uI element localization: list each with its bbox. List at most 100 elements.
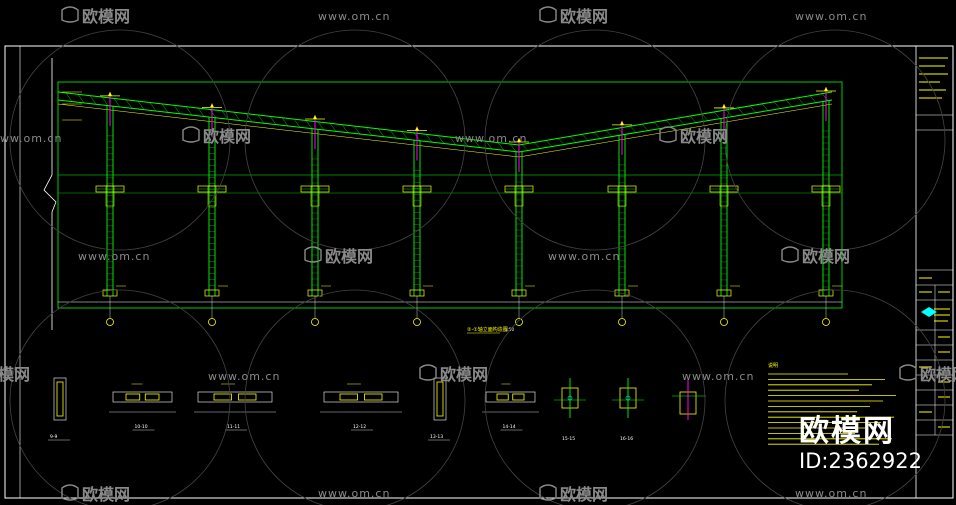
truss-web xyxy=(713,111,721,119)
watermark-circle xyxy=(724,289,946,505)
watermark-sofa-icon xyxy=(182,126,200,143)
section-steel xyxy=(144,393,160,401)
truss-web xyxy=(665,119,673,127)
grid-bubble xyxy=(822,318,830,326)
watermark-url: www.om.cn xyxy=(318,10,390,23)
main-view-title: ②-①轴立面构造图 xyxy=(467,326,508,333)
title-block xyxy=(915,45,954,499)
truss-web xyxy=(473,139,481,148)
watermark-id-block: 欧模网 ID:2362922 xyxy=(799,414,922,474)
truss-web xyxy=(221,110,229,120)
elevation-triangle xyxy=(415,126,419,131)
section-outline xyxy=(323,391,399,403)
watermark-brand: 欧模网 xyxy=(560,7,608,26)
watermark-layer: 欧模网欧模网欧模网欧模网欧模网欧模网欧模网欧模网欧模网欧模网欧模网www.om.… xyxy=(0,6,956,505)
truss-web xyxy=(353,125,361,135)
truss-web xyxy=(161,103,169,113)
truss-web xyxy=(569,136,577,143)
watermark-brand: 欧模网 xyxy=(440,365,488,384)
truss-web xyxy=(641,124,649,131)
watermark-brand-group: 欧模网 xyxy=(304,246,373,266)
truss-web xyxy=(77,94,85,104)
section-outline xyxy=(112,391,173,403)
truss-web xyxy=(257,114,265,124)
section-label: 13-13 xyxy=(430,434,443,440)
truss-web xyxy=(449,136,457,146)
watermark-brand: 欧模网 xyxy=(82,485,130,504)
elevation-triangle xyxy=(620,120,624,125)
watermark-brand: 欧模网 xyxy=(82,7,130,26)
truss-web xyxy=(89,95,97,105)
truss-web xyxy=(245,113,253,123)
watermark-brand-group: 欧模网 xyxy=(61,6,130,26)
grid-bubble xyxy=(106,318,114,326)
column-base-plate xyxy=(204,289,220,297)
watermark-sofa-icon xyxy=(539,6,557,23)
truss-web xyxy=(305,120,313,129)
truss-web xyxy=(809,95,817,103)
truss-web xyxy=(761,103,769,111)
truss-web xyxy=(545,140,553,147)
truss-web xyxy=(377,128,385,137)
watermark-sofa-icon xyxy=(61,6,79,23)
section-steel xyxy=(238,393,257,401)
main-view-scale: 1:50 xyxy=(505,327,514,332)
watermark-brand-group: 欧模网 xyxy=(419,364,488,384)
watermark-brand-group: 欧模网 xyxy=(0,365,30,384)
title-block-logo xyxy=(921,307,937,317)
watermark-brand-group: 欧模网 xyxy=(539,6,608,26)
grid-bubble xyxy=(208,318,216,326)
column-base-plate xyxy=(307,289,323,297)
truss-web xyxy=(749,105,757,113)
connection-plate xyxy=(412,185,422,207)
notes-block: 说明 xyxy=(768,362,896,445)
truss-web xyxy=(137,101,145,110)
truss-web xyxy=(521,144,529,151)
watermark-brand: 欧模网 xyxy=(0,365,30,384)
watermark-brand-group: 欧模网 xyxy=(182,126,251,146)
grid-bubble xyxy=(311,318,319,326)
truss-web xyxy=(797,97,805,105)
watermark-circle xyxy=(484,29,706,251)
truss-web xyxy=(677,117,685,125)
watermark-sofa-icon xyxy=(539,484,557,501)
watermark-brand: 欧模网 xyxy=(920,365,956,384)
watermark-url: www.om.cn xyxy=(795,487,867,500)
watermark-url: www.om.cn xyxy=(455,132,527,145)
watermark-url: www.om.cn xyxy=(795,10,867,23)
node-label: 15-15 xyxy=(562,436,575,442)
truss-web xyxy=(557,138,565,145)
main-view-title-group: ②-①轴立面构造图 1:50 xyxy=(467,326,514,334)
watermark-brand-group: 欧模网 xyxy=(61,484,130,504)
section-label: 11-11 xyxy=(227,424,240,430)
watermark-brand: 欧模网 xyxy=(680,127,728,146)
connection-plate xyxy=(105,185,115,207)
elevation-triangle xyxy=(722,103,726,108)
truss-web xyxy=(629,126,637,133)
truss-web xyxy=(149,102,157,112)
truss-web xyxy=(185,106,193,116)
truss-web xyxy=(821,93,829,101)
watermark-sofa-icon xyxy=(781,246,799,263)
watermark-circle xyxy=(9,29,231,251)
section-outline xyxy=(197,391,273,403)
truss-web xyxy=(293,119,301,128)
watermark-sofa-icon xyxy=(61,484,79,501)
connection-plate xyxy=(310,185,320,207)
watermark-brand-group: 欧模网 xyxy=(539,484,608,504)
grid-bubble xyxy=(413,318,421,326)
truss-web xyxy=(725,109,733,117)
watermark-circle xyxy=(244,29,466,251)
truss-web xyxy=(785,99,793,107)
truss-web xyxy=(533,142,541,149)
section-steel xyxy=(339,393,358,401)
truss-web xyxy=(269,116,277,125)
watermark-url: www.om.cn xyxy=(208,370,280,383)
truss-web xyxy=(341,124,349,133)
truss-web xyxy=(497,142,505,151)
truss-web xyxy=(605,130,613,137)
watermark-brand-large: 欧模网 xyxy=(799,414,896,449)
section-label: 10-10 xyxy=(135,424,148,430)
